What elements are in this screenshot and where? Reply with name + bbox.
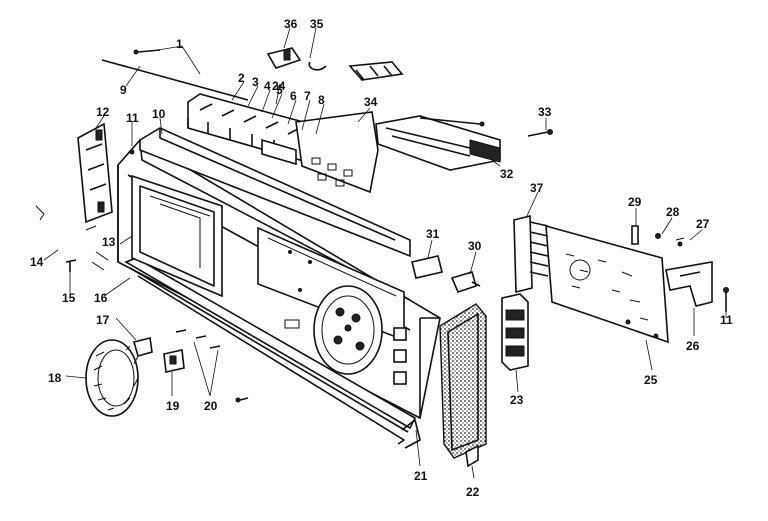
knob-18 xyxy=(85,339,139,417)
label-22: 22 xyxy=(466,485,480,499)
clip-19 xyxy=(163,349,185,373)
label-20: 20 xyxy=(204,399,218,413)
label-26: 26 xyxy=(686,339,700,353)
label-9: 9 xyxy=(120,83,127,97)
circuit-board xyxy=(545,224,669,344)
label-10: 10 xyxy=(152,107,166,121)
small-brackets xyxy=(411,255,481,293)
connector-strip xyxy=(513,214,549,294)
label-7: 7 xyxy=(304,89,311,103)
label-12: 12 xyxy=(96,105,110,119)
speaker-grille xyxy=(439,303,487,468)
label-24: 24 xyxy=(272,79,286,93)
small-right-parts xyxy=(129,149,729,312)
screw-33 xyxy=(527,129,553,137)
label-18: 18 xyxy=(48,371,62,385)
leader-lines xyxy=(43,27,727,479)
bottom-trim-strip xyxy=(124,257,421,449)
pushbutton-bank xyxy=(187,93,319,166)
label-11-left: 11 xyxy=(126,111,139,125)
label-34: 34 xyxy=(364,95,378,109)
bracket-26 xyxy=(665,261,713,307)
label-13: 13 xyxy=(102,235,116,249)
housing-side-buttons xyxy=(393,327,407,385)
label-2: 2 xyxy=(238,71,245,85)
label-19: 19 xyxy=(166,399,180,413)
screws-20 xyxy=(175,329,249,403)
rod-and-screw xyxy=(101,49,249,101)
label-8: 8 xyxy=(318,93,325,107)
label-14: 14 xyxy=(30,255,44,269)
label-5: 5 xyxy=(276,83,283,97)
label-3: 3 xyxy=(252,75,259,89)
label-4: 4 xyxy=(264,79,271,93)
switch-assembly xyxy=(375,115,501,171)
dial-disk xyxy=(313,285,383,375)
label-25: 25 xyxy=(644,373,658,387)
label-23: 23 xyxy=(510,393,524,407)
label-37: 37 xyxy=(530,181,544,195)
callout-labels: 1 2 3 4 5 6 7 8 9 10 11 11 12 13 14 15 1… xyxy=(30,17,733,499)
label-15: 15 xyxy=(62,291,76,305)
label-36: 36 xyxy=(284,17,298,31)
label-11-right: 11 xyxy=(720,313,733,327)
label-33: 33 xyxy=(538,105,552,119)
label-6: 6 xyxy=(290,89,297,103)
switch-block xyxy=(501,293,529,371)
left-side-bracket xyxy=(77,122,113,224)
top-switch-parts xyxy=(266,47,404,81)
label-35: 35 xyxy=(310,17,324,31)
label-21: 21 xyxy=(414,469,428,483)
small-left-parts xyxy=(35,205,109,272)
part-17 xyxy=(133,337,153,357)
label-30: 30 xyxy=(468,239,482,253)
label-27: 27 xyxy=(696,217,710,231)
label-16: 16 xyxy=(94,291,108,305)
label-31: 31 xyxy=(426,227,440,241)
top-rail xyxy=(139,127,411,258)
label-17: 17 xyxy=(96,313,110,327)
label-28: 28 xyxy=(666,205,680,219)
top-cover-plate xyxy=(295,111,379,194)
label-29: 29 xyxy=(628,195,642,209)
left-window xyxy=(131,174,223,298)
label-1: 1 xyxy=(176,37,183,51)
label-32: 32 xyxy=(500,167,514,181)
